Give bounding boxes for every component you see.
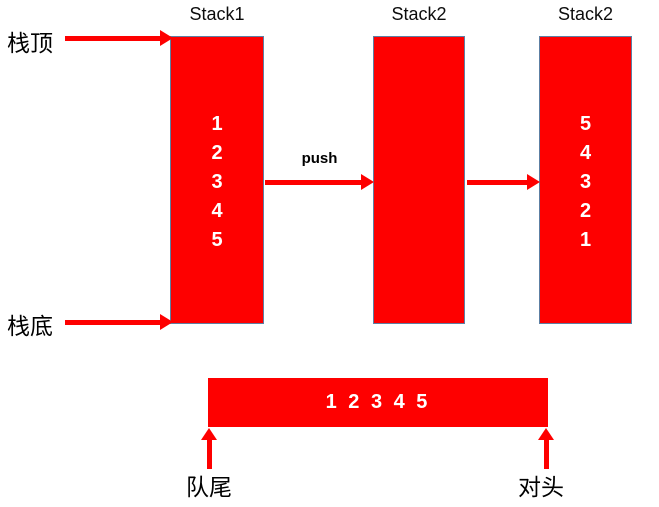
stack3-value-5: 1 [579,229,592,251]
queue-tail-label: 队尾 [186,475,232,500]
stack3-value-2: 4 [579,142,592,164]
queue-tail-arrow-icon [201,428,217,469]
stack1-rect: 1 2 3 4 5 [170,36,264,324]
stack3-values: 5 4 3 2 1 [540,110,631,255]
stack-top-label: 栈顶 [7,31,53,56]
stack2-rect [373,36,465,324]
arrow-shaft [65,35,160,41]
stack1-value-1: 1 [211,113,223,135]
arrow-shaft [265,179,361,185]
arrow-head [160,30,173,46]
arrow-head [160,314,173,330]
transfer-arrow-icon [467,174,540,190]
stack3-value-3: 3 [579,171,592,193]
arrow-shaft [467,179,527,185]
stack-top-arrow-icon [65,30,173,46]
stack1-values: 1 2 3 4 5 [171,110,263,255]
stack2-title: Stack2 [391,4,447,24]
stack3-value-1: 5 [579,113,592,135]
arrow-head [538,428,554,440]
arrow-shaft [65,319,160,325]
push-arrow-icon [265,174,374,190]
arrow-shaft [206,440,212,469]
stack1-value-5: 5 [211,229,223,251]
stack-bottom-label: 栈底 [7,314,53,339]
queue-values: 1 2 3 4 5 [325,391,431,413]
arrow-head [361,174,374,190]
arrow-head [201,428,217,440]
queue-head-arrow-icon [538,428,554,469]
stack1-value-3: 3 [211,171,223,193]
push-label: push [301,150,338,167]
stack3-rect: 5 4 3 2 1 [539,36,632,324]
stack3-value-4: 2 [579,200,592,222]
queue-bar: 1 2 3 4 5 [208,378,548,427]
stack-bottom-arrow-icon [65,314,173,330]
stack3-title: Stack2 [557,4,614,24]
queue-head-label: 对头 [518,475,564,500]
stack1-value-2: 2 [211,142,223,164]
stack1-title: Stack1 [189,4,245,24]
arrow-shaft [543,440,549,469]
stack1-value-4: 4 [211,200,223,222]
arrow-head [527,174,540,190]
